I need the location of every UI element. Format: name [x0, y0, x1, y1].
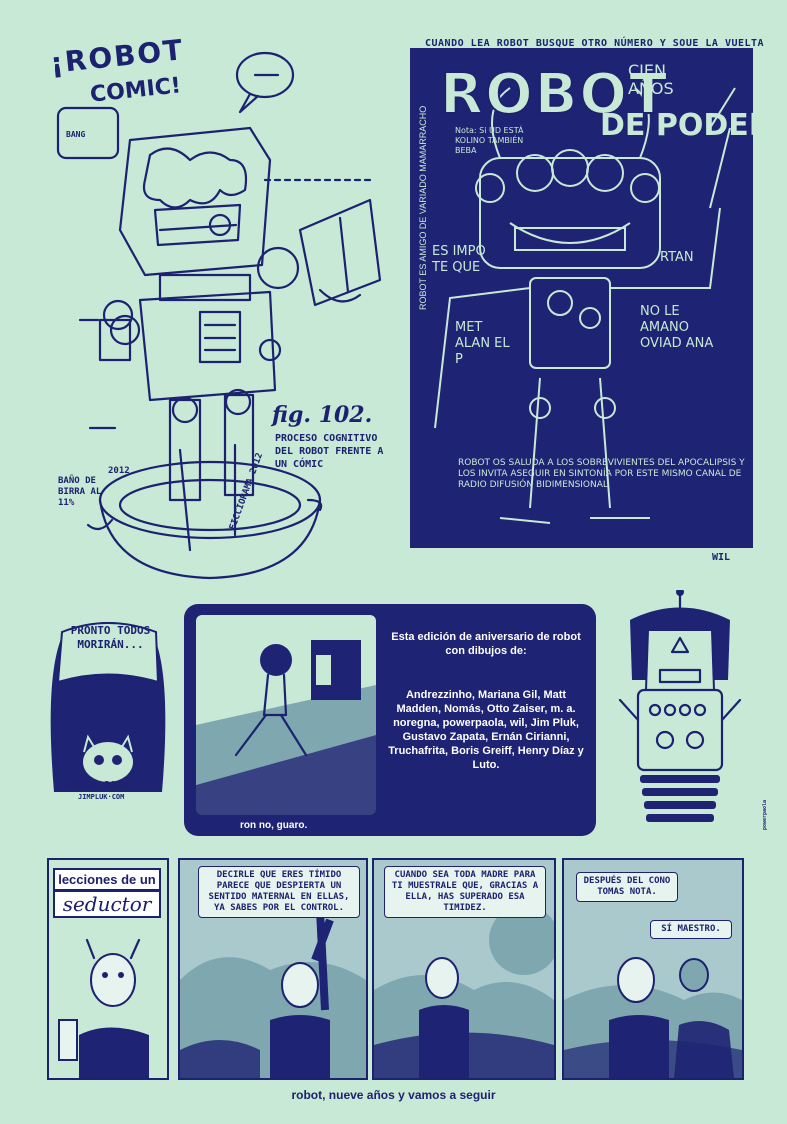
- strip-panel-1-art: [58, 938, 149, 1078]
- figure-label: fig. 102.: [272, 402, 373, 428]
- ron-no-guaro-caption: ron no, guaro.: [240, 820, 308, 831]
- robot-poster: [410, 48, 753, 548]
- poster-note: Nota: Si UD ESTÁ KOLINO TAMBIÉN BEBA: [455, 126, 524, 155]
- artist-list: Andrezzinho, Mariana Gil, Matt Madden, N…: [388, 689, 584, 771]
- panel-2-speech: DECIRLE QUE ERES TÍMIDO PARECE QUE DESPI…: [198, 866, 360, 918]
- robot-girl-illustration: [618, 590, 742, 822]
- figure-caption: PROCESO COGNITIVO DEL ROBOT FRENTE A UN …: [275, 433, 384, 470]
- poster-cien-anos: CIEN AÑOS: [628, 61, 674, 98]
- strip-title-italic: seductor: [53, 890, 161, 918]
- year-label: 2012: [108, 466, 130, 476]
- footer-tagline: robot, nueve años y vamos a seguir: [291, 1088, 496, 1102]
- pronto-site: JIMPLUK·COM: [78, 793, 125, 801]
- poster-signature: WIL: [712, 552, 731, 563]
- strip-panel-3-art: [374, 905, 554, 1078]
- strip-panel-3: CUANDO SEA TODA MADRE PARA TI MUESTRALE …: [372, 858, 556, 1080]
- robot-comic-illustration: [56, 51, 382, 580]
- strip-panel-4: DESPUÉS DEL CONO TOMAS NOTA. SÍ MAESTRO.: [562, 858, 744, 1080]
- poster-line1-right: RTAN: [660, 250, 694, 265]
- pronto-text: PRONTO TODOS MORIRÁN...: [70, 624, 151, 651]
- strip-panel-2: DECIRLE QUE ERES TÍMIDO PARECE QUE DESPI…: [178, 858, 368, 1080]
- right-robot-credit: powerpaola: [762, 799, 769, 831]
- strip-panel-4-art: [564, 957, 742, 1078]
- poster-top-text: CUANDO LEA ROBOT BUSQUE OTRO NÚMERO Y SO…: [425, 38, 765, 49]
- poster-line2-right: NO LE AMANO OVIAD ANA: [640, 304, 714, 351]
- poster-line3: ROBOT OS SALUDA A LOS SOBREVIVIENTES DEL…: [458, 458, 745, 490]
- bath-label: BAÑO DE BIRRA AL 11%: [58, 476, 102, 508]
- poster-line2-left: MET ALAN EL P: [455, 320, 510, 367]
- panel-4-speech-b: SÍ MAESTRO.: [650, 920, 732, 939]
- poster-title: ROBOT: [439, 61, 670, 128]
- ron-no-guaro-panel: [196, 615, 376, 815]
- anniversary-intro: Esta edición de aniversario de robot con…: [391, 631, 581, 657]
- strip-panel-2-art: [180, 909, 366, 1078]
- poster-side-text: ROBOT ES AMIGO DE VARIADO MAMARRACHO: [418, 105, 428, 310]
- robot-poster-art: [434, 87, 736, 524]
- bang-sign: BANG: [66, 130, 86, 139]
- pronto-illustration: [50, 622, 166, 792]
- pronto-date: ·ABRIL·2012·: [62, 780, 135, 791]
- poster-de-poder: DE PODER: [600, 108, 772, 143]
- poster-line1-left: ES IMPO TE QUE: [432, 244, 486, 275]
- panel-4-speech-a: DESPUÉS DEL CONO TOMAS NOTA.: [576, 872, 678, 902]
- panel-3-speech: CUANDO SEA TODA MADRE PARA TI MUESTRALE …: [384, 866, 546, 918]
- ron-no-guaro-art: [196, 640, 376, 815]
- strip-panel-1: lecciones de un seductor: [47, 858, 169, 1080]
